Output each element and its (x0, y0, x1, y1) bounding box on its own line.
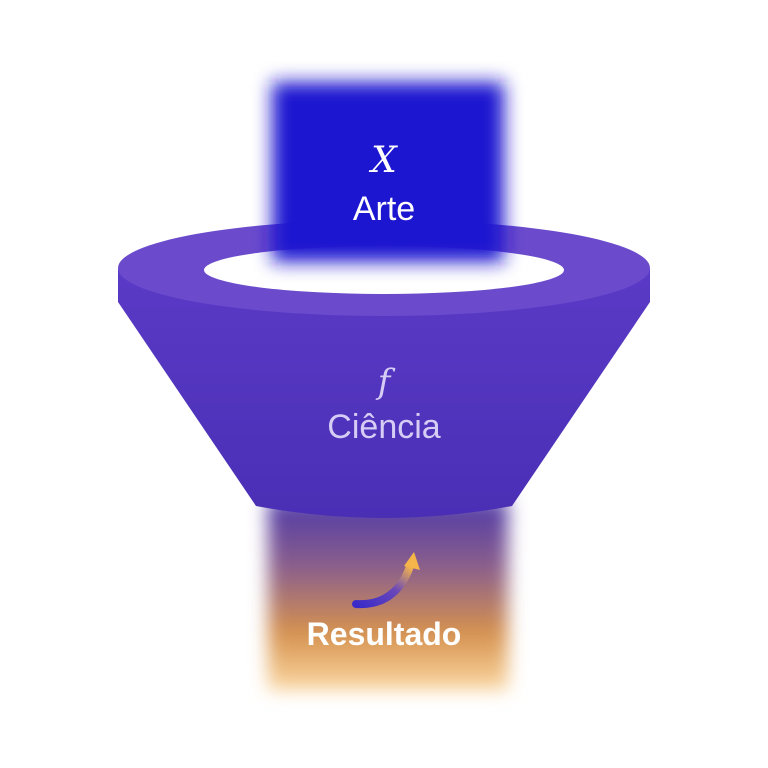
growth-arrow-icon (352, 552, 420, 609)
ciencia-label: Ciência (327, 408, 441, 446)
x-symbol-icon: X (371, 140, 397, 181)
function-symbol-icon: f (377, 362, 391, 402)
arte-block (272, 82, 504, 262)
arte-label: Arte (352, 190, 416, 228)
ciencia-funnel-body (118, 268, 650, 518)
resultado-label: Resultado (306, 616, 462, 652)
